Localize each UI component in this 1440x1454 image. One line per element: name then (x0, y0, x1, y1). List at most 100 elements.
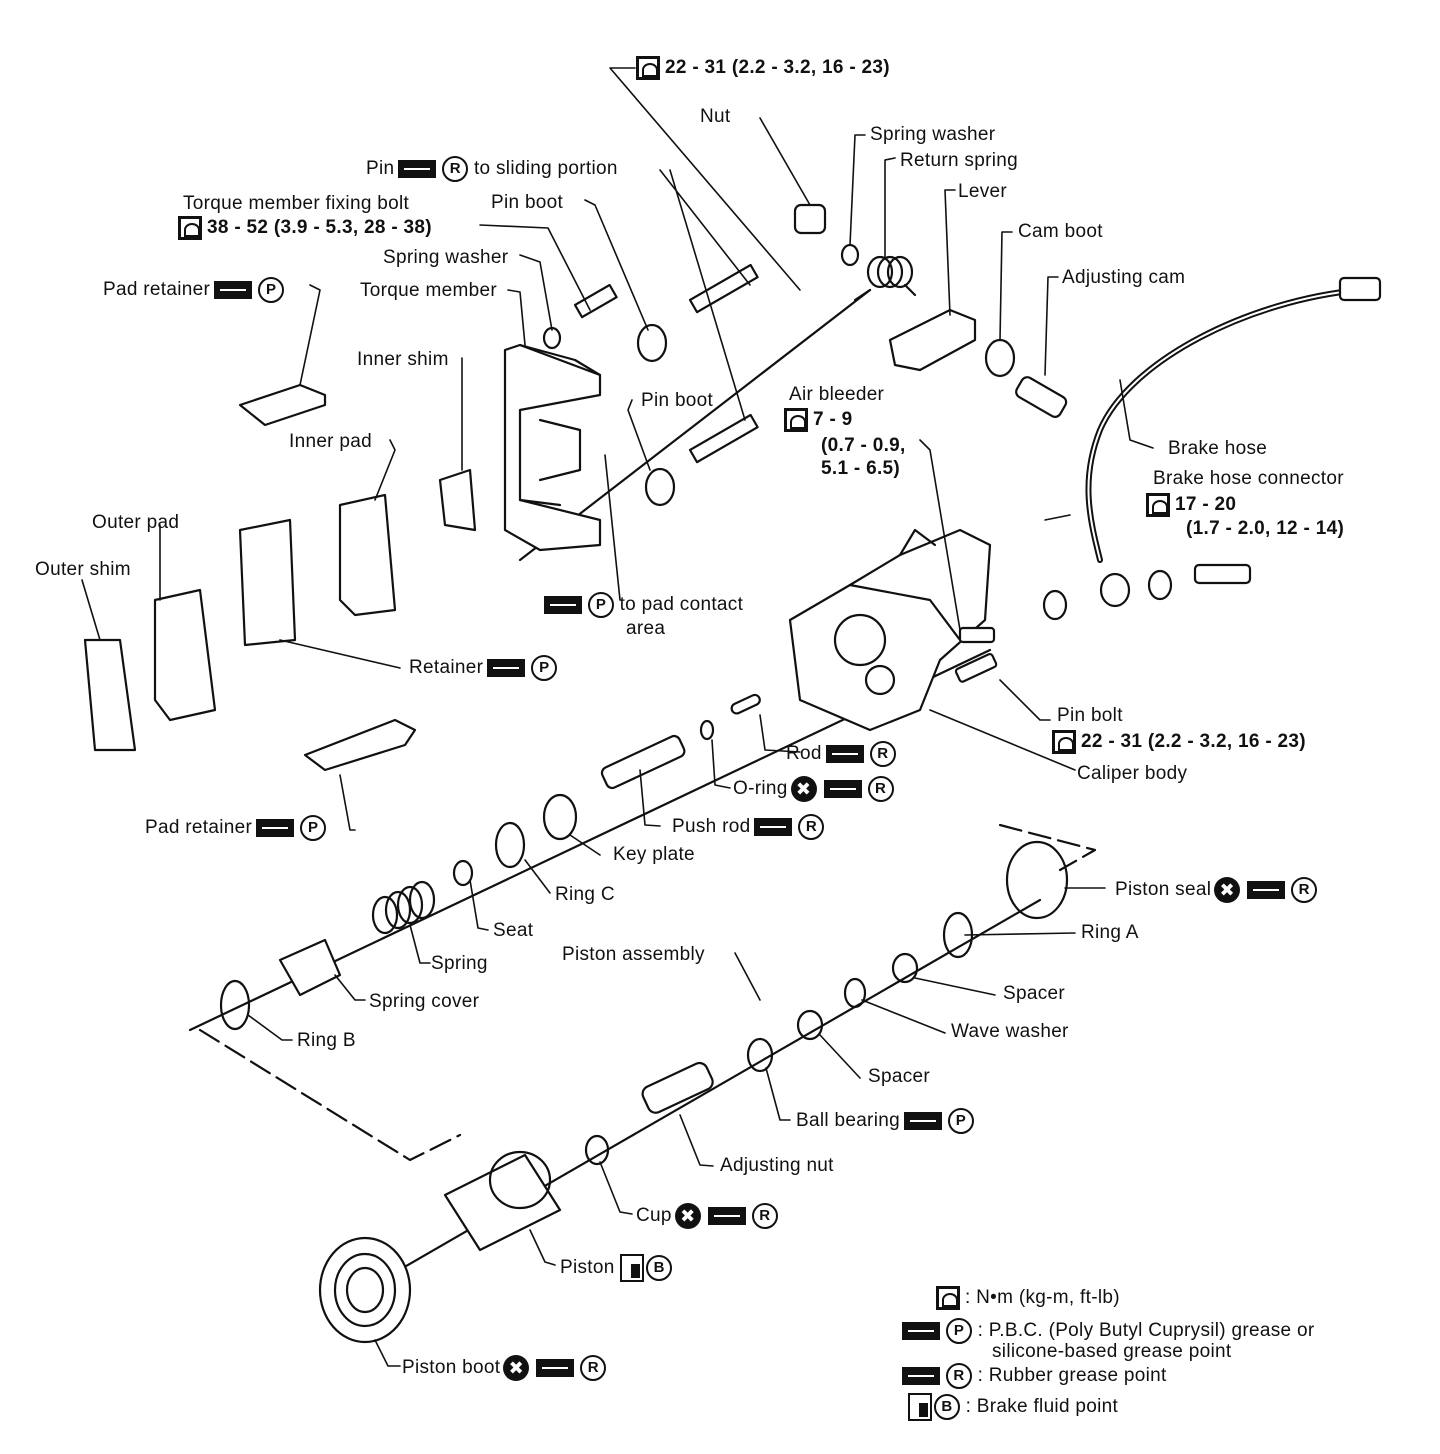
pin-bolt-part (954, 652, 998, 683)
label-ring-b: Ring B (297, 1030, 356, 1051)
label-pin-bolt-torque: 22 - 31 (2.2 - 3.2, 16 - 23) (1052, 730, 1306, 754)
label-inner-pad: Inner pad (289, 431, 372, 452)
copper-washer-right (1147, 569, 1173, 601)
adjusting-cam-part (1015, 376, 1068, 418)
label-key-plate: Key plate (613, 844, 695, 865)
spring-washer-left-part (542, 326, 562, 350)
torque-symbol-icon (936, 1286, 960, 1310)
label-air-bleeder-t3: 5.1 - 6.5) (821, 458, 901, 479)
rubber-grease-r-icon: R (869, 741, 896, 767)
label-spring-washer-left: Spring washer (383, 247, 509, 268)
pbc-grease-p-icon: P (588, 592, 614, 618)
brake-hose-end (1338, 276, 1382, 302)
nut-part (793, 203, 827, 235)
label-spacer-top: Spacer (1003, 983, 1066, 1004)
air-bleeder-part (958, 626, 996, 644)
rod-part (730, 693, 761, 715)
spring-washer-right-part (840, 243, 860, 267)
lower-pin-boot (644, 467, 676, 507)
upper-pin-boot (636, 323, 668, 363)
label-piston-seal: Piston seal✖R (1115, 877, 1318, 903)
pbc-grease-p-icon: P (300, 815, 327, 841)
key-plate-part (542, 793, 578, 841)
label-pin-bolt: Pin bolt (1057, 705, 1123, 726)
label-cup: Cup✖R (636, 1203, 778, 1229)
brake-fluid-b-icon: B (934, 1394, 960, 1420)
grease-symbol-icon (902, 1367, 940, 1385)
label-spacer-bottom: Spacer (868, 1066, 931, 1087)
legend-fluid: B : Brake fluid point (908, 1393, 1118, 1421)
spring-cover-part (278, 938, 342, 997)
cup-part (584, 1134, 610, 1166)
hose-eye (1099, 572, 1131, 608)
o-ring-part (699, 719, 715, 741)
rubber-grease-r-icon: R (580, 1355, 607, 1381)
grease-symbol-icon (902, 1322, 940, 1340)
piston-assembly-frame (998, 823, 1097, 872)
label-caliper-body: Caliper body (1077, 763, 1188, 784)
label-return-spring: Return spring (900, 150, 1018, 171)
leader-lines (81, 67, 1154, 1367)
outer-pad-part (153, 588, 217, 722)
ball-bearing-part (746, 1037, 774, 1073)
brake-fluid-symbol-icon (620, 1254, 645, 1282)
label-ring-c: Ring C (555, 884, 615, 905)
replace-x-icon: ✖ (674, 1203, 701, 1229)
caliper-body (788, 528, 992, 732)
push-rod-part (600, 734, 686, 790)
torque-symbol-icon (178, 216, 202, 240)
label-spring-washer-right: Spring washer (870, 124, 996, 145)
label-spring-cover: Spring cover (369, 991, 480, 1012)
grease-symbol-icon (903, 1112, 942, 1130)
pad-retainer-top-part (238, 383, 327, 427)
pbc-grease-p-icon: P (946, 1318, 972, 1344)
label-nut: Nut (700, 106, 731, 127)
adjusting-nut-part (641, 1061, 714, 1114)
pbc-grease-p-icon: P (531, 655, 558, 681)
outer-shim-part (83, 638, 137, 752)
replace-x-icon: ✖ (1214, 877, 1241, 903)
label-air-bleeder-t1: 7 - 9 (784, 408, 853, 432)
piston-boot-part (318, 1236, 412, 1344)
legend-pbc-line2: silicone-based grease point (992, 1341, 1232, 1362)
rubber-grease-r-icon: R (442, 156, 469, 182)
label-piston-boot: Piston boot✖R (402, 1355, 607, 1381)
grease-symbol-icon (754, 818, 793, 836)
label-lever: Lever (958, 181, 1008, 202)
label-o-ring: O-ring✖R (733, 776, 894, 802)
grease-symbol-icon (1247, 881, 1286, 899)
label-air-bleeder-t2: (0.7 - 0.9, (821, 435, 906, 456)
label-brake-hose: Brake hose (1168, 438, 1268, 459)
torque-symbol-icon (636, 56, 660, 80)
grease-symbol-icon (707, 1207, 746, 1225)
brake-fluid-symbol-icon (908, 1393, 932, 1421)
retainer-part (238, 518, 297, 647)
label-bhc-t1: 17 - 20 (1146, 493, 1236, 517)
rubber-grease-r-icon: R (751, 1203, 778, 1229)
label-outer-shim: Outer shim (35, 559, 131, 580)
label-pin-boot-top: Pin boot (491, 192, 564, 213)
label-wave-washer: Wave washer (951, 1021, 1069, 1042)
grease-symbol-icon (398, 160, 437, 178)
legend-pbc: P : P.B.C. (Poly Butyl Cuprysil) grease … (898, 1318, 1314, 1344)
grease-symbol-icon (544, 596, 582, 614)
rubber-grease-r-icon: R (798, 814, 825, 840)
label-spring: Spring (431, 953, 488, 974)
label-torque-member-fixing-bolt: Torque member fixing bolt (183, 193, 410, 214)
label-brake-hose-connector: Brake hose connector (1153, 468, 1344, 489)
upper-pin (688, 263, 759, 314)
label-piston-assembly: Piston assembly (562, 944, 705, 965)
replace-x-icon: ✖ (503, 1355, 530, 1381)
ring-b-part (219, 979, 251, 1031)
brake-fluid-b-icon: B (646, 1255, 673, 1281)
label-pad-contact: P to pad contact (540, 592, 743, 618)
rubber-grease-r-icon: R (867, 776, 894, 802)
wave-washer-part (843, 977, 867, 1009)
label-pin-boot-mid: Pin boot (641, 390, 714, 411)
